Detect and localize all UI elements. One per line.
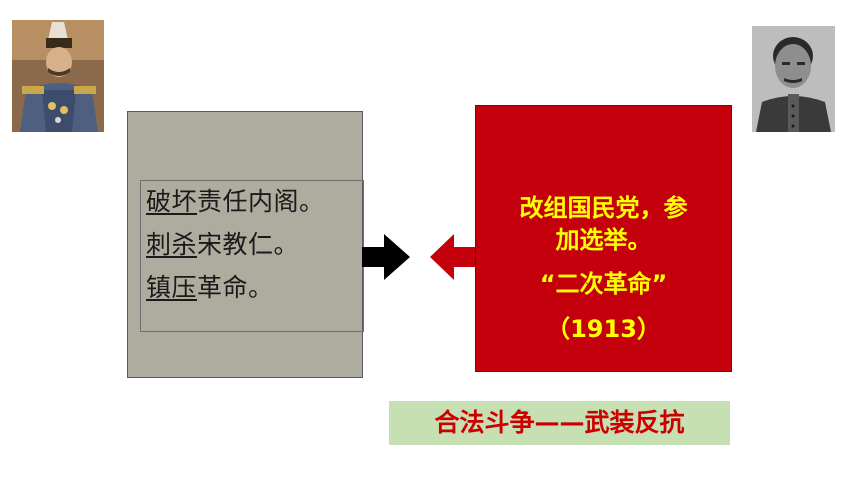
- action-text: 革命。: [197, 273, 274, 302]
- action-keyword: 镇压: [146, 273, 198, 302]
- struggle-summary-label: 合法斗争——武装反抗: [389, 401, 730, 445]
- action-keyword: 刺杀: [146, 230, 198, 259]
- arrow-left-icon: [428, 234, 478, 280]
- portrait-right-image: [752, 26, 835, 132]
- red-box-line: 改组国民党，参: [519, 194, 688, 222]
- year-label: （1913）: [546, 315, 661, 343]
- action-text: 宋教仁。: [197, 230, 300, 259]
- portrait-left-image: [12, 20, 104, 132]
- action-text: 责任内阁。: [197, 187, 325, 216]
- action-item: 刺杀宋教仁。: [146, 230, 299, 260]
- red-box-line: 加选举。: [555, 226, 652, 254]
- action-item: 镇压革命。: [146, 273, 274, 303]
- yuan-actions-box: 破坏责任内阁。 刺杀宋教仁。 镇压革命。: [127, 111, 364, 378]
- action-item: 破坏责任内阁。: [146, 187, 325, 217]
- struggle-summary-text: 合法斗争——武装反抗: [434, 408, 685, 437]
- revolutionary-actions-box: 改组国民党，参 加选举。 “二次革命” （1913）: [475, 105, 732, 372]
- arrow-right-icon: [362, 234, 412, 280]
- action-keyword: 破坏: [146, 187, 198, 216]
- second-revolution-label: “二次革命”: [539, 270, 668, 298]
